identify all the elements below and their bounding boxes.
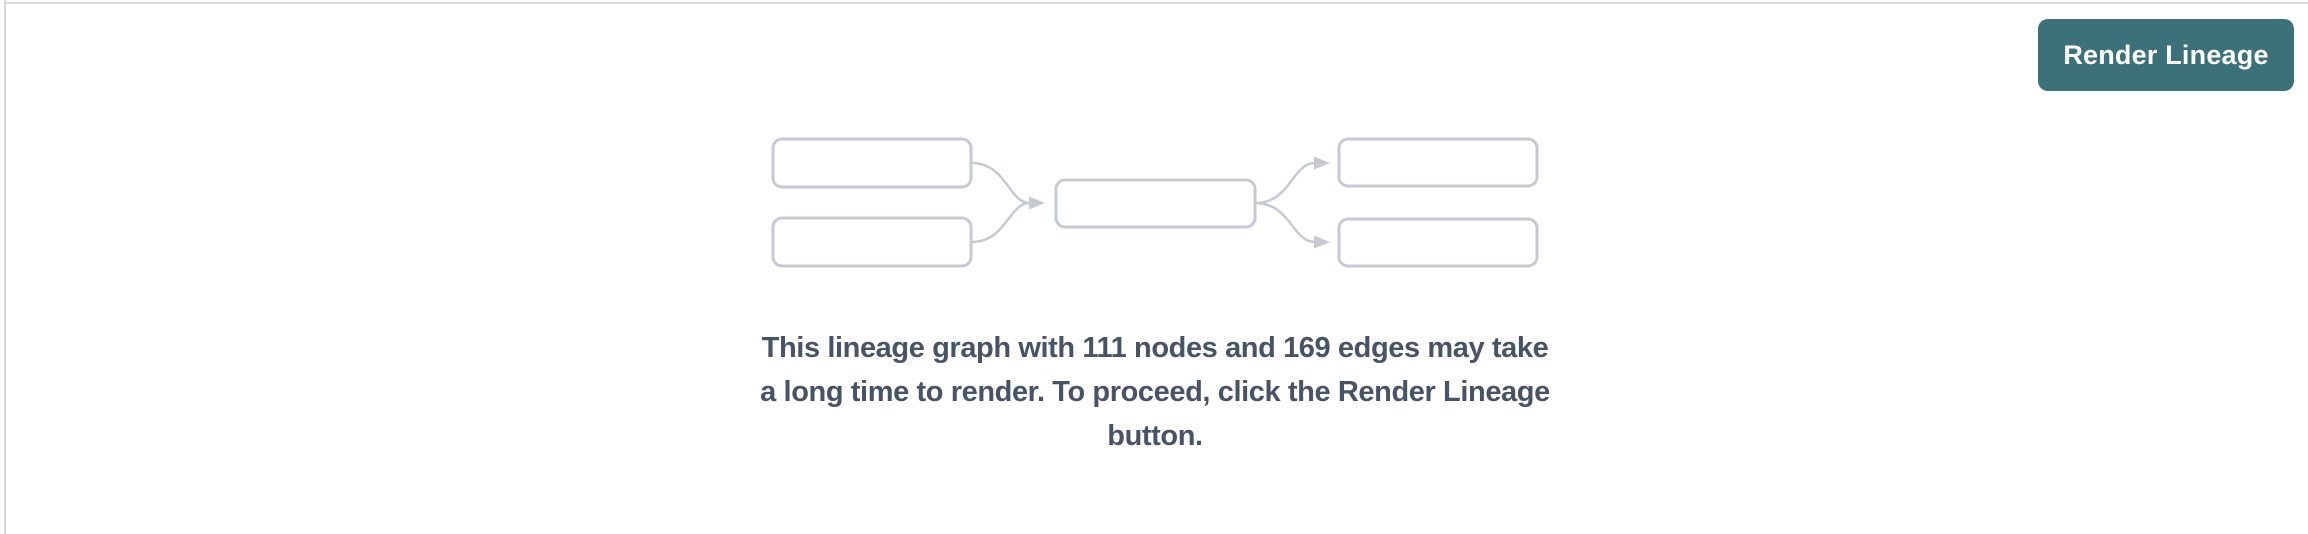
lineage-placeholder-illustration bbox=[771, 137, 1539, 268]
graph-node bbox=[771, 137, 973, 189]
graph-edge bbox=[970, 201, 1031, 244]
graph-node bbox=[1337, 137, 1539, 188]
graph-edge bbox=[1254, 161, 1316, 205]
lineage-warning-message: This lineage graph with 111 nodes and 16… bbox=[655, 326, 1655, 458]
lineage-warning-line: button. bbox=[1107, 420, 1203, 452]
render-lineage-button[interactable]: Render Lineage bbox=[2038, 19, 2294, 91]
graph-edge bbox=[1254, 201, 1316, 244]
graph-node bbox=[1337, 217, 1539, 268]
graph-edge bbox=[970, 161, 1031, 205]
panel-top-border bbox=[4, 2, 2308, 4]
panel-left-border bbox=[4, 0, 6, 534]
lineage-warning-line: This lineage graph with 111 nodes and 16… bbox=[761, 332, 1549, 364]
graph-node bbox=[1054, 178, 1257, 229]
arrowhead-icon bbox=[1314, 156, 1330, 170]
lineage-warning-line: a long time to render. To proceed, click… bbox=[760, 376, 1550, 408]
graph-node bbox=[771, 216, 973, 268]
arrowhead-icon bbox=[1314, 235, 1330, 249]
arrowhead-icon bbox=[1029, 196, 1045, 210]
